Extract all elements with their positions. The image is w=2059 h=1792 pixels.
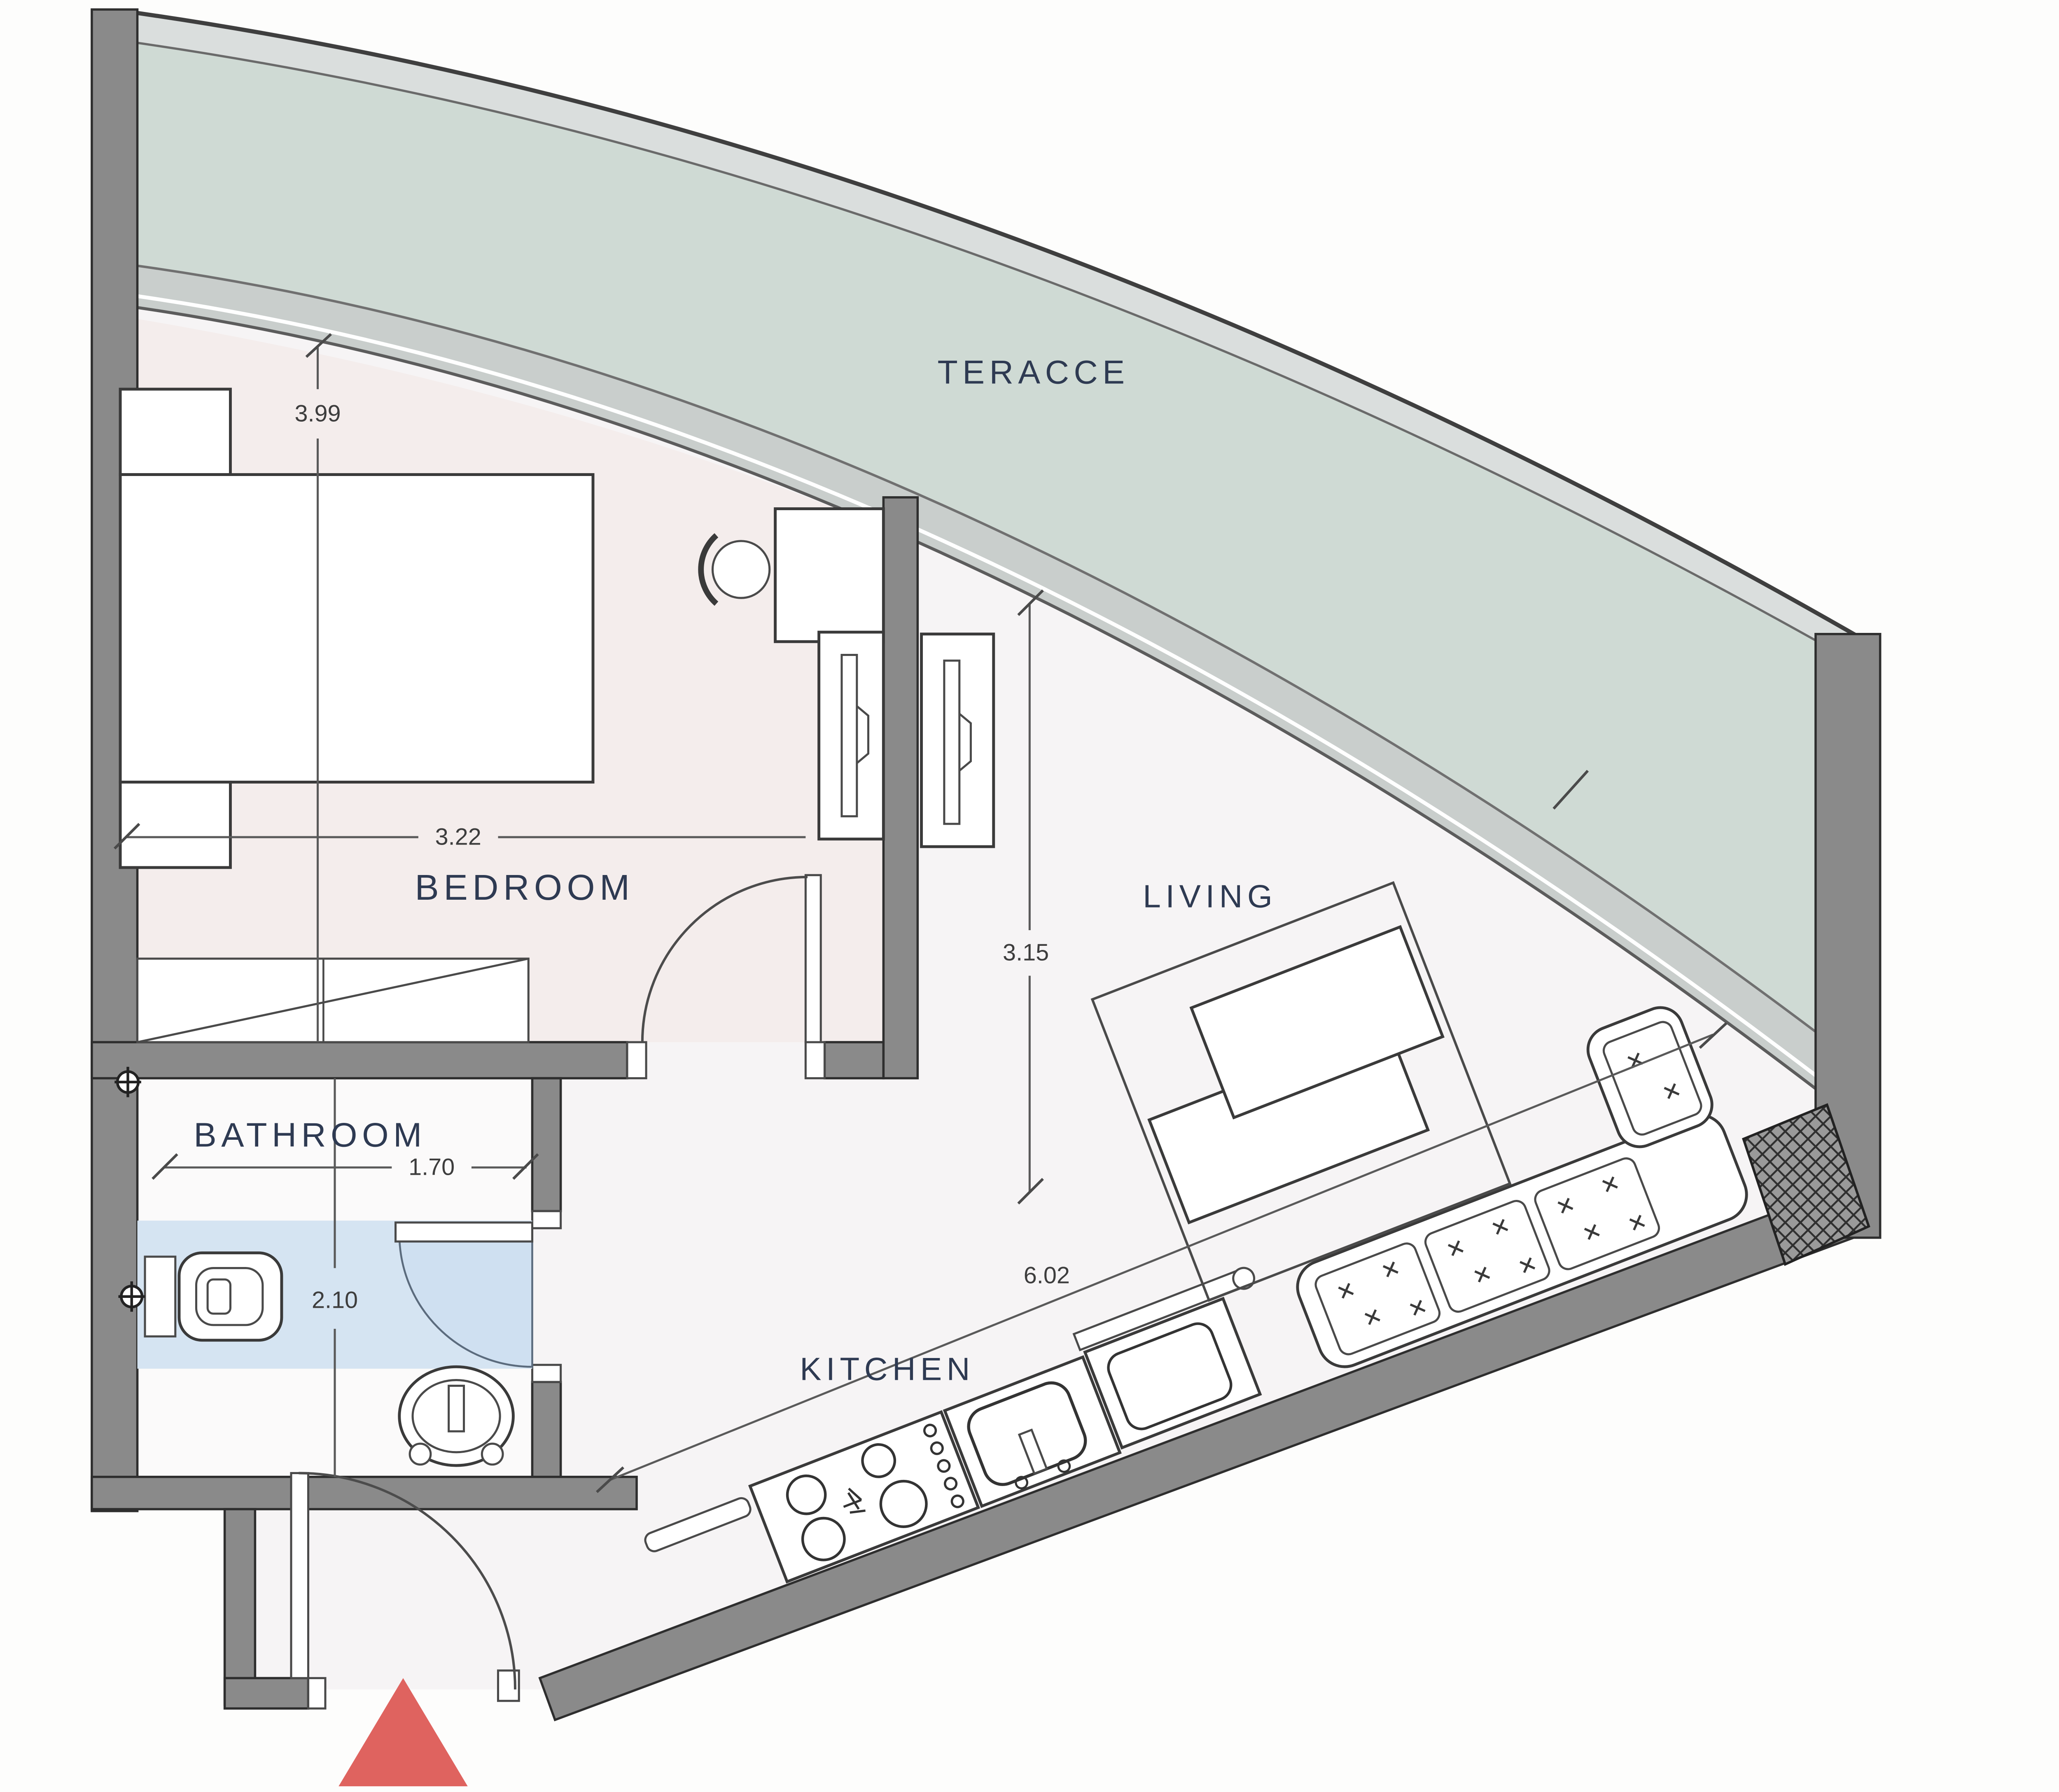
desk-chair bbox=[711, 540, 771, 599]
toilet-tank bbox=[144, 1255, 177, 1338]
bathroom-door-leaf bbox=[395, 1221, 534, 1243]
bedroom-door-stub-wall bbox=[823, 1041, 885, 1080]
nightstand-top bbox=[119, 387, 232, 476]
entry-door-jamb-left bbox=[307, 1677, 327, 1710]
bedroom-door-jamb-right bbox=[804, 1041, 826, 1080]
walls bbox=[91, 8, 1882, 1722]
bedroom-furniture bbox=[119, 387, 995, 1043]
living-cluster bbox=[1090, 881, 1512, 1302]
kitchen-handle-2 bbox=[1057, 1459, 1071, 1473]
terrace-band-white-line bbox=[137, 294, 1821, 1080]
bedroom-door-jamb-left bbox=[626, 1041, 647, 1080]
room-label-living: LIVING bbox=[1143, 878, 1277, 915]
dim-bathroom-width: 1.70 bbox=[409, 1154, 455, 1181]
burner-2 bbox=[801, 1517, 846, 1561]
room-label-bedroom: BEDROOM bbox=[415, 867, 634, 908]
dishwasher-unit bbox=[1083, 1297, 1262, 1450]
dishwasher-inner bbox=[1107, 1322, 1233, 1430]
valve-symbol-bottom bbox=[118, 1281, 145, 1312]
terrace bbox=[126, 9, 1882, 1093]
sink-knob-left bbox=[409, 1442, 432, 1466]
sofa-cushion-3 bbox=[1534, 1157, 1660, 1270]
entry-left-wall bbox=[223, 1508, 257, 1706]
bathroom-door-swing bbox=[398, 1233, 533, 1368]
tv-unit-living-panel bbox=[943, 659, 961, 825]
terrace-band-top-line bbox=[137, 264, 1820, 1036]
dim-bathroom-length: 2.10 bbox=[312, 1287, 358, 1313]
bedroom-door-leaf bbox=[804, 874, 822, 1043]
bathroom-door-jamb-bottom bbox=[531, 1364, 562, 1383]
stove-knobs bbox=[923, 1423, 964, 1508]
tv-unit-bedroom-panel bbox=[840, 653, 858, 817]
tv-unit-living-handle bbox=[959, 713, 972, 772]
dim-bedroom-length: 3.99 bbox=[294, 400, 341, 427]
terrace-outer-edge-line bbox=[126, 9, 1882, 651]
bathroom-door-jamb-top bbox=[531, 1210, 562, 1230]
dim-living-length: 6.02 bbox=[1024, 1262, 1070, 1288]
desk bbox=[774, 507, 885, 643]
living-rug bbox=[1090, 881, 1512, 1302]
toilet-detail bbox=[206, 1278, 231, 1315]
sink-basin-inner bbox=[411, 1379, 501, 1454]
tv-console bbox=[1189, 925, 1445, 1120]
kitchen-handle-1 bbox=[1015, 1476, 1029, 1490]
bedroom-door-arc bbox=[641, 875, 808, 1042]
sink-knob-right bbox=[481, 1442, 504, 1466]
room-label-terrace: TERACCE bbox=[938, 354, 1130, 391]
band-tick bbox=[1552, 770, 1589, 810]
entrance bbox=[290, 1472, 516, 1787]
entry-door-leaf bbox=[290, 1472, 310, 1679]
terrace-band-bottom-line bbox=[137, 306, 1821, 1093]
valve-symbol-top bbox=[114, 1066, 141, 1097]
kitchen-faucet bbox=[1018, 1428, 1048, 1475]
bathroom-right-wall-upper bbox=[531, 1077, 562, 1213]
burner-3 bbox=[861, 1443, 896, 1478]
desk-chair-back bbox=[698, 533, 719, 606]
stove bbox=[748, 1410, 980, 1584]
sofa-cushion-1 bbox=[1314, 1242, 1441, 1356]
bathroom-bottom-wall bbox=[91, 1475, 638, 1510]
kitchen-counter bbox=[644, 1267, 1262, 1584]
bathroom-right-wall-lower bbox=[531, 1381, 562, 1478]
dimensions: 3.99 3.22 1.70 2.10 3.15 6.02 bbox=[113, 333, 1728, 1493]
sink-faucet bbox=[448, 1384, 465, 1433]
terrace-glass-floor bbox=[130, 42, 1865, 1035]
burner-4 bbox=[879, 1479, 928, 1528]
entry-bottom-wall bbox=[223, 1677, 310, 1710]
room-label-kitchen: KITCHEN bbox=[800, 1351, 975, 1387]
counter-edge-left bbox=[644, 1497, 752, 1552]
bedroom-living-partition bbox=[882, 496, 919, 1080]
bedroom-bathroom-wall bbox=[91, 1041, 628, 1080]
entry-door-arc bbox=[299, 1472, 516, 1690]
bed bbox=[119, 473, 595, 784]
burner-1 bbox=[786, 1474, 827, 1515]
service-shaft-column bbox=[1742, 1103, 1870, 1266]
dim-bedroom-width: 3.22 bbox=[435, 824, 481, 850]
sofa-cushion-2 bbox=[1424, 1200, 1550, 1313]
room-labels: TERACCE BEDROOM BATHROOM LIVING KITCHEN bbox=[194, 354, 1277, 1387]
dim-living-height: 3.15 bbox=[1003, 940, 1049, 966]
sofa bbox=[1296, 1006, 1748, 1368]
entrance-marker-triangle bbox=[338, 1678, 468, 1787]
closet-diagonal bbox=[137, 957, 529, 1043]
room-label-bathroom: BATHROOM bbox=[194, 1116, 426, 1154]
tv-unit-bedroom-handle bbox=[856, 705, 870, 764]
burner-star bbox=[843, 1488, 866, 1514]
terrace-glass-line bbox=[129, 40, 1866, 670]
